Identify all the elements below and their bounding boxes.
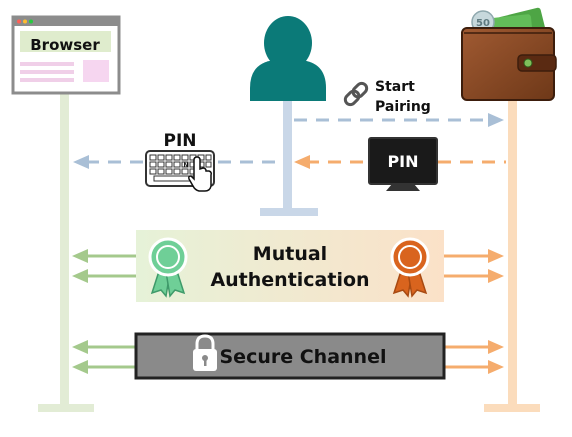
padlock-icon: [193, 334, 217, 371]
wallet-icon: 50: [461, 7, 557, 101]
keyboard-key-label: N: [183, 162, 188, 169]
green-award-ribbon-icon: [148, 237, 188, 298]
browser-lifeline: [38, 92, 94, 412]
link-chain-icon: [343, 81, 369, 107]
secure-channel-right-arrows: [444, 340, 504, 374]
user-lifeline: [260, 100, 318, 216]
pointer-hand-icon: [188, 156, 212, 192]
banknote-value: 50: [476, 18, 490, 29]
wallet-lifeline: [484, 98, 540, 412]
secure-channel-box: [134, 332, 446, 380]
start-pairing-arrow: [294, 113, 504, 127]
monitor-pin-label: PIN: [387, 152, 418, 171]
secure-channel-left-arrows: [72, 340, 136, 374]
user-avatar: [250, 16, 326, 101]
mutual-auth-label-line2: Authentication: [210, 269, 369, 291]
monitor-icon: PIN: [368, 137, 438, 191]
mutual-auth-right-arrows: [444, 249, 504, 283]
start-pairing-label-line2: Pairing: [375, 99, 431, 115]
orange-award-ribbon-icon: [390, 237, 430, 298]
browser-title: Browser: [30, 36, 100, 54]
keyboard-pin-label: PIN: [163, 131, 196, 151]
mutual-auth-left-arrows: [72, 249, 136, 283]
mutual-auth-label-line1: Mutual: [253, 243, 327, 265]
browser-window-icon: Browser: [11, 15, 121, 95]
start-pairing-label-line1: Start: [375, 79, 415, 95]
secure-channel-label: Secure Channel: [220, 346, 387, 368]
mutual-auth-box: [136, 230, 444, 302]
